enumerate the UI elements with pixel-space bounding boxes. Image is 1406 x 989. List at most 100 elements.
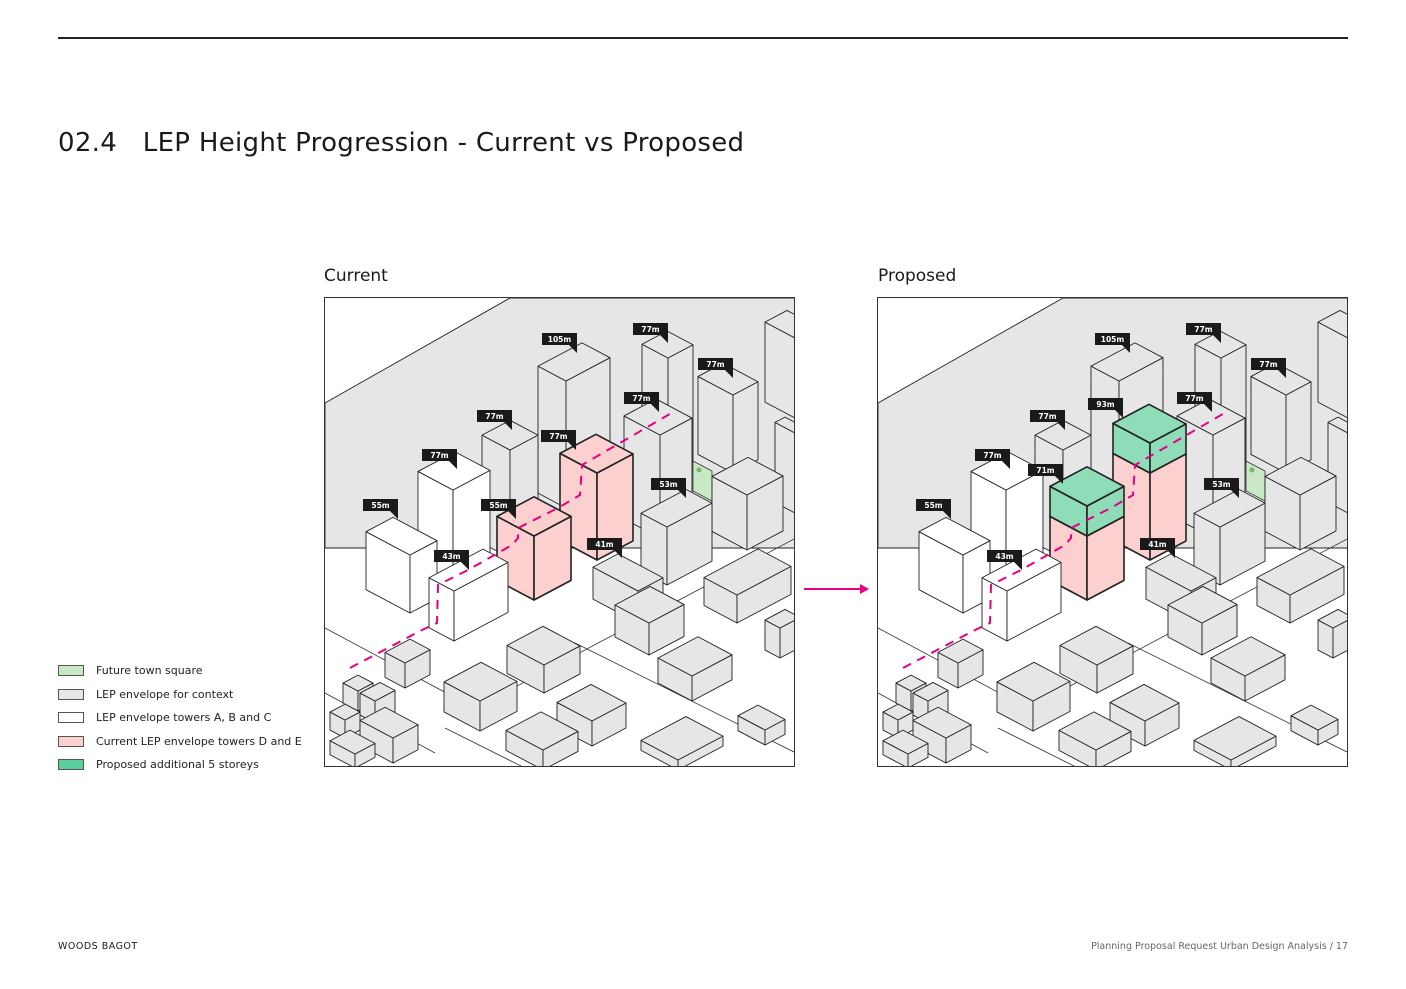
top-face bbox=[1210, 636, 1286, 677]
tag-box bbox=[542, 333, 577, 345]
tag-pointer bbox=[1212, 334, 1221, 343]
top-face bbox=[537, 342, 611, 382]
height-label: 77m bbox=[641, 325, 659, 334]
tag-box bbox=[422, 449, 457, 461]
tag-box bbox=[434, 550, 469, 562]
tag-box bbox=[541, 430, 576, 442]
height-label: 105m bbox=[548, 335, 572, 344]
legend-item-towers-abc: LEP envelope towers A, B and C bbox=[58, 706, 302, 730]
height-tag: 105m bbox=[542, 333, 577, 353]
height-tag: 77m bbox=[1177, 392, 1212, 412]
tag-pointer bbox=[677, 489, 686, 498]
context-building bbox=[1193, 716, 1277, 766]
top-face bbox=[365, 516, 438, 556]
context-building bbox=[506, 625, 581, 694]
height-tag: 77m bbox=[624, 392, 659, 412]
height-label: 77m bbox=[706, 360, 724, 369]
height-tag: 77m bbox=[1251, 358, 1286, 378]
height-tag: 55m bbox=[363, 499, 398, 519]
height-tag: 55m bbox=[916, 499, 951, 519]
height-label: 71m bbox=[1036, 466, 1054, 475]
top-face bbox=[506, 625, 581, 666]
arrow-right-icon bbox=[804, 584, 869, 594]
context-building bbox=[640, 488, 713, 586]
height-tag: 93m bbox=[1088, 398, 1123, 418]
top-face bbox=[443, 661, 518, 702]
tag-pointer bbox=[1203, 403, 1212, 412]
tag-pointer bbox=[1054, 475, 1063, 484]
context-building bbox=[703, 548, 792, 624]
context-building bbox=[1167, 585, 1238, 656]
tag-box bbox=[633, 323, 668, 335]
height-label: 43m bbox=[995, 552, 1013, 561]
top-face bbox=[1193, 716, 1277, 761]
height-label: 77m bbox=[1185, 394, 1203, 403]
tag-pointer bbox=[507, 510, 516, 519]
legend-label: Current LEP envelope towers D and E bbox=[96, 734, 302, 748]
tag-box bbox=[916, 499, 951, 511]
height-tag: 55m bbox=[481, 499, 516, 519]
tree-icon bbox=[1249, 467, 1255, 473]
height-label: 77m bbox=[430, 451, 448, 460]
height-tag: 77m bbox=[1030, 410, 1065, 430]
height-tag: 71m bbox=[1028, 464, 1063, 484]
height-label: 53m bbox=[659, 480, 677, 489]
top-face bbox=[384, 638, 431, 664]
through-site-link bbox=[349, 410, 676, 669]
top-face bbox=[559, 433, 634, 474]
top-face bbox=[1059, 625, 1134, 666]
tag-box bbox=[1088, 398, 1123, 410]
tag-box bbox=[1095, 333, 1130, 345]
height-label: 41m bbox=[1148, 540, 1166, 549]
top-face bbox=[329, 729, 376, 755]
tag-pointer bbox=[567, 441, 576, 450]
context-building bbox=[1059, 625, 1134, 694]
height-label: 43m bbox=[442, 552, 460, 561]
legend-item-additional-storeys: Proposed additional 5 storeys bbox=[58, 753, 302, 777]
context-building bbox=[614, 585, 685, 656]
top-face bbox=[1317, 309, 1347, 338]
tag-box bbox=[651, 478, 686, 490]
through-site-link bbox=[902, 410, 1229, 669]
context-building bbox=[329, 729, 376, 766]
tag-box bbox=[1186, 323, 1221, 335]
tag-pointer bbox=[1056, 421, 1065, 430]
tag-pointer bbox=[1277, 369, 1286, 378]
top-face bbox=[918, 516, 991, 556]
context-building bbox=[764, 609, 794, 659]
height-label: 55m bbox=[371, 501, 389, 510]
top-rule bbox=[58, 37, 1348, 39]
tag-box bbox=[1140, 538, 1175, 550]
height-tag: 77m bbox=[422, 449, 457, 469]
tag-pointer bbox=[568, 344, 577, 353]
tag-pointer bbox=[448, 460, 457, 469]
tag-pointer bbox=[659, 334, 668, 343]
context-building bbox=[443, 661, 518, 732]
right-face bbox=[779, 620, 794, 659]
top-face bbox=[359, 706, 419, 739]
context-building bbox=[737, 704, 786, 746]
context-building bbox=[882, 729, 929, 766]
legend-item-towers-de: Current LEP envelope towers D and E bbox=[58, 730, 302, 754]
top-face bbox=[882, 729, 929, 755]
tag-box bbox=[1030, 410, 1065, 422]
height-label: 53m bbox=[1212, 480, 1230, 489]
tag-pointer bbox=[613, 549, 622, 558]
legend-label: Future town square bbox=[96, 664, 203, 678]
height-tag: 43m bbox=[987, 550, 1022, 570]
height-label: 77m bbox=[983, 451, 1001, 460]
tag-pointer bbox=[1230, 489, 1239, 498]
tag-pointer bbox=[1121, 344, 1130, 353]
height-label: 93m bbox=[1096, 400, 1114, 409]
tag-pointer bbox=[1001, 460, 1010, 469]
context-building bbox=[1058, 711, 1132, 766]
context-building bbox=[697, 362, 759, 474]
context-building bbox=[1317, 609, 1347, 659]
top-face bbox=[895, 674, 927, 692]
top-face bbox=[1290, 704, 1339, 731]
context-building bbox=[640, 716, 724, 766]
legend-label: LEP envelope towers A, B and C bbox=[96, 711, 272, 725]
